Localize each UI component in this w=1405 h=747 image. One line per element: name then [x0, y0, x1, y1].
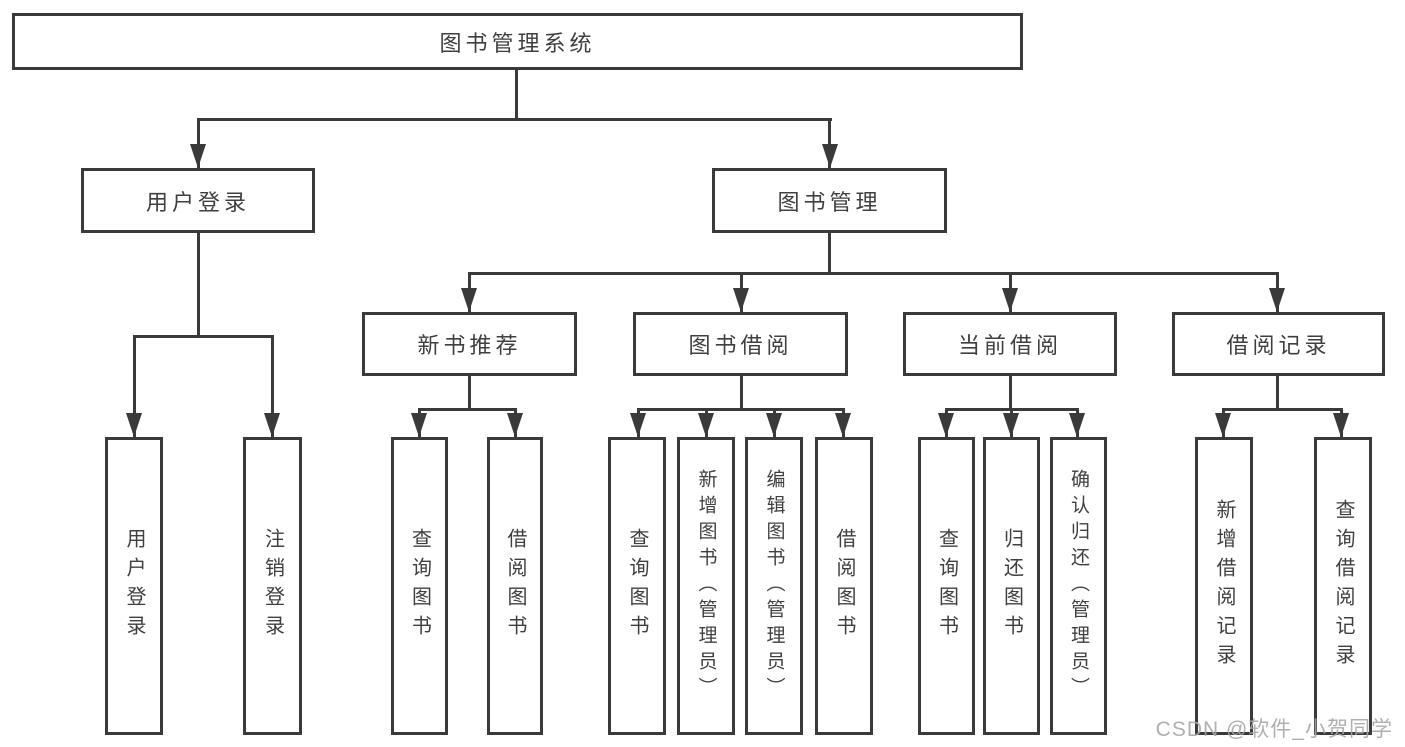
- arrow-down-icon: [507, 413, 523, 437]
- arrow-down-icon: [698, 413, 714, 437]
- arrow-down-icon: [1002, 288, 1018, 312]
- node-leaf-add-borrow-record: 新增借阅记录: [1195, 437, 1253, 735]
- node-root: 图书管理系统: [12, 13, 1023, 70]
- node-new-book-recommend: 新书推荐: [362, 312, 577, 376]
- arrow-down-icon: [1069, 413, 1085, 437]
- arrow-down-icon: [126, 413, 142, 437]
- node-user-login: 用户登录: [81, 168, 315, 233]
- node-leaf-logout: 注销登录: [243, 437, 302, 735]
- arrow-down-icon: [733, 288, 749, 312]
- arrow-down-icon: [1333, 413, 1349, 437]
- arrow-down-icon: [1215, 413, 1231, 437]
- arrow-down-icon: [1003, 413, 1019, 437]
- node-book-management: 图书管理: [712, 168, 947, 233]
- connector-line: [133, 335, 274, 338]
- node-leaf-return-book: 归还图书: [983, 437, 1040, 735]
- connector-line: [133, 335, 136, 437]
- arrow-down-icon: [630, 413, 646, 437]
- node-leaf-query-borrow-record: 查询借阅记录: [1314, 437, 1372, 735]
- connector-line: [828, 233, 831, 275]
- node-current-borrow: 当前借阅: [903, 312, 1117, 376]
- arrow-down-icon: [411, 413, 427, 437]
- node-leaf-query-book-3: 查询图书: [918, 437, 975, 735]
- connector-line: [468, 272, 1279, 275]
- node-leaf-borrow-book-2: 借阅图书: [815, 437, 873, 735]
- connector-line: [468, 376, 471, 410]
- arrow-down-icon: [1269, 288, 1285, 312]
- connector-line: [271, 335, 274, 437]
- arrow-down-icon: [461, 288, 477, 312]
- node-leaf-confirm-return-admin: 确认归还（管理员）: [1050, 437, 1107, 735]
- node-leaf-query-book-2: 查询图书: [608, 437, 666, 735]
- node-book-borrow: 图书借阅: [633, 312, 848, 376]
- connector-line: [197, 233, 200, 337]
- node-leaf-borrow-book-1: 借阅图书: [487, 437, 543, 735]
- arrow-down-icon: [822, 144, 838, 168]
- node-leaf-query-book-1: 查询图书: [391, 437, 448, 735]
- node-leaf-user-login: 用户登录: [105, 437, 163, 735]
- arrow-down-icon: [766, 413, 782, 437]
- arrow-down-icon: [264, 413, 280, 437]
- connector-line: [1222, 408, 1343, 411]
- connector-line: [740, 376, 743, 410]
- connector-line: [1276, 376, 1279, 410]
- node-leaf-add-book-admin: 新增图书（管理员）: [677, 437, 735, 735]
- arrow-down-icon: [938, 413, 954, 437]
- connector-line: [828, 118, 831, 168]
- connector-line: [197, 118, 832, 121]
- connector-line: [197, 118, 200, 168]
- arrow-down-icon: [190, 144, 206, 168]
- connector-line: [515, 70, 518, 120]
- connector-line: [418, 408, 517, 411]
- connector-line: [1009, 376, 1012, 410]
- node-leaf-edit-book-admin: 编辑图书（管理员）: [745, 437, 803, 735]
- csdn-watermark: CSDN @软件_小贺同学: [1155, 718, 1393, 741]
- arrow-down-icon: [835, 413, 851, 437]
- connector-line: [637, 408, 845, 411]
- node-borrow-record: 借阅记录: [1172, 312, 1385, 376]
